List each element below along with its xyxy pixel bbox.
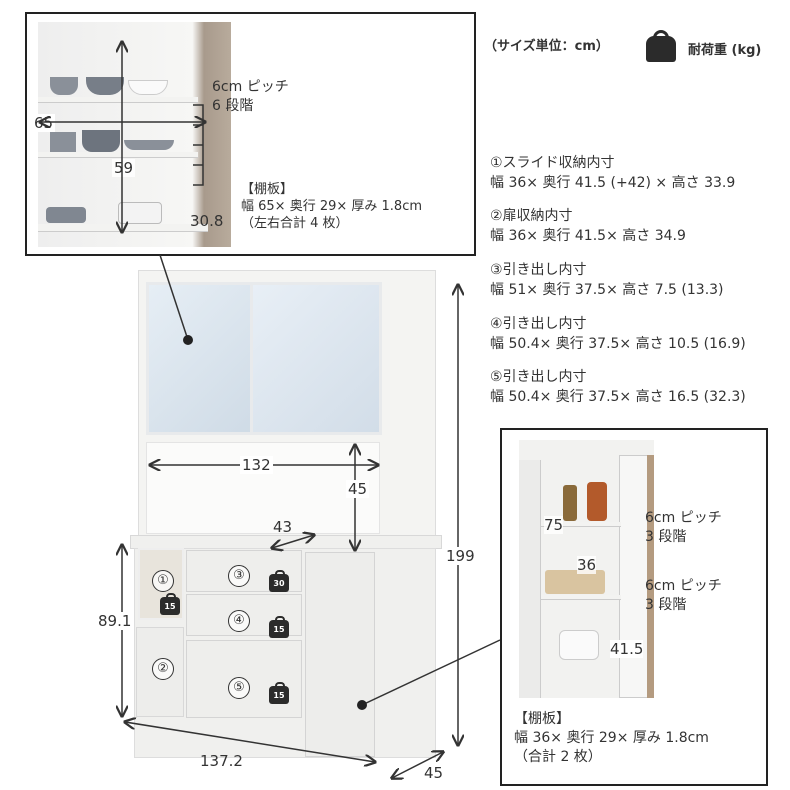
weight-legend: 耐荷重 (kg) (688, 43, 762, 58)
lower-pitch2-steps: 3 段階 (645, 597, 687, 613)
unit-note: （サイズ単位：cm） (484, 39, 609, 54)
upper-shelf-count: （左右合計 4 枚） (241, 216, 349, 231)
upper-shelf-inset: 6cm ピッチ 6 段階 65 59 30.8 【棚板】 幅 65× 奥行 29… (25, 12, 476, 256)
spec-5-value: 幅 50.4× 奥行 37.5× 高さ 16.5 (32.3) (490, 389, 746, 405)
spec-4-title: ④引き出し内寸 (490, 316, 587, 332)
lower-pitch1-steps: 3 段階 (645, 529, 687, 545)
lower-shelf-count: （合計 2 枚） (514, 749, 602, 765)
drawer-4-label: ④ (228, 610, 250, 632)
spec-3-title: ③引き出し内寸 (490, 262, 587, 278)
compartment-2-label: ② (152, 658, 174, 680)
counter-depth-value: 43 (273, 518, 293, 536)
compartment-1-load: 15 (160, 593, 180, 615)
drawer-3-load: 30 (269, 570, 289, 592)
upper-shelf-spec: 幅 65× 奥行 29× 厚み 1.8cm (241, 199, 423, 214)
glass-door-right (250, 282, 382, 435)
upper-depth-value: 30.8 (190, 212, 224, 230)
lower-shelf-spec: 幅 36× 奥行 29× 厚み 1.8cm (514, 730, 709, 746)
weight-icon (646, 36, 676, 62)
total-height-value: 199 (444, 547, 477, 565)
total-depth-value: 45 (424, 764, 444, 782)
lower-depth-inner-value: 41.5 (610, 640, 644, 658)
drawer-3-label: ③ (228, 565, 250, 587)
compartment-1-label: ① (152, 570, 174, 592)
upper-shelf-title: 【棚板】 (241, 182, 294, 197)
drawer-5-load: 15 (269, 682, 289, 704)
drawer-4-load: 15 (269, 616, 289, 638)
spec-1-value: 幅 36× 奥行 41.5 (+42) × 高さ 33.9 (490, 175, 736, 191)
spec-4-value: 幅 50.4× 奥行 37.5× 高さ 10.5 (16.9) (490, 336, 746, 352)
spec-1-title: ①スライド収納内寸 (490, 155, 615, 171)
upper-pitch-steps: 6 段階 (212, 98, 254, 114)
spec-5-title: ⑤引き出し内寸 (490, 369, 587, 385)
lower-height-inner-value: 75 (544, 516, 564, 534)
lower-pitch2-label: 6cm ピッチ (645, 578, 722, 594)
total-width-value: 137.2 (200, 752, 243, 770)
spec-2-title: ②扉収納内寸 (490, 208, 573, 224)
open-height-value: 45 (346, 480, 370, 498)
lower-shelf-title: 【棚板】 (514, 711, 570, 727)
weight-icon-handle (653, 30, 669, 40)
drawer-5-label: ⑤ (228, 677, 250, 699)
lower-width-inner-value: 36 (577, 556, 597, 574)
upper-pitch-label: 6cm ピッチ (212, 79, 289, 95)
spec-2-value: 幅 36× 奥行 41.5× 高さ 34.9 (490, 228, 686, 244)
lower-height-value: 89.1 (96, 612, 134, 630)
lower-shelf-inset: 75 36 41.5 6cm ピッチ 3 段階 6cm ピッチ 3 段階 【棚板… (500, 428, 768, 786)
spec-3-value: 幅 51× 奥行 37.5× 高さ 7.5 (13.3) (490, 282, 724, 298)
open-width-value: 132 (240, 456, 273, 474)
lower-pitch1-label: 6cm ピッチ (645, 510, 722, 526)
upper-shelf-photo (38, 22, 231, 247)
